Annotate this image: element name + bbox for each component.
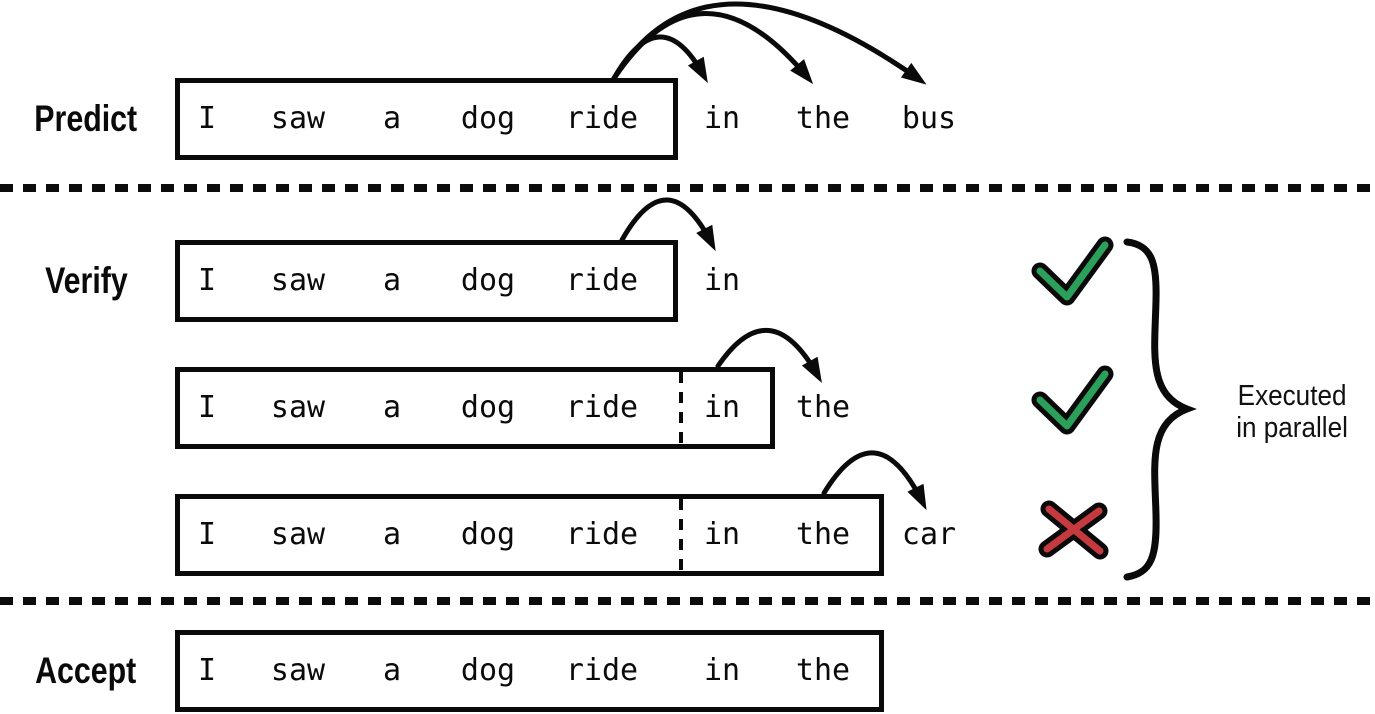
accept-row: Accept I saw a dog ride in the <box>0 630 1375 712</box>
stage-label-accept: Accept <box>35 650 137 691</box>
verify-next-token: car <box>901 516 957 552</box>
verify-arrow-1 <box>619 197 716 252</box>
verify-token-box <box>175 240 678 322</box>
predict-row: Predict I saw a dog ride in the bus <box>0 78 1375 160</box>
accepted-token: ride <box>565 652 639 688</box>
verify-next-token: the <box>795 389 851 425</box>
context-token: saw <box>270 389 326 425</box>
accepted-token: saw <box>270 652 326 688</box>
context-token: a <box>382 389 402 425</box>
predict-arrow-2 <box>610 11 814 85</box>
context-token: I <box>197 389 217 425</box>
dashed-separator <box>0 184 1375 192</box>
predicted-token: in <box>703 100 741 136</box>
predicted-token: bus <box>901 100 957 136</box>
context-token: saw <box>270 262 326 298</box>
draft-boundary-divider <box>679 499 683 571</box>
context-token: dog <box>460 516 516 552</box>
accepted-token: the <box>795 652 851 688</box>
context-token: dog <box>460 262 516 298</box>
context-token: saw <box>270 516 326 552</box>
accepted-token: a <box>382 652 402 688</box>
verify-row-1: Verify I saw a dog ride in <box>0 240 1375 322</box>
context-token: dog <box>460 100 516 136</box>
context-token: a <box>382 100 402 136</box>
context-token: ride <box>565 100 639 136</box>
context-token: saw <box>270 100 326 136</box>
context-token: ride <box>565 262 639 298</box>
draft-token: in <box>703 516 741 552</box>
context-token: I <box>197 516 217 552</box>
draft-token: the <box>795 516 851 552</box>
verify-row-2: I saw a dog ride in the <box>0 367 1375 449</box>
context-token: dog <box>460 389 516 425</box>
predict-arrow-1 <box>610 34 708 84</box>
stage-label-predict: Predict <box>34 98 138 139</box>
accepted-token: dog <box>460 652 516 688</box>
verify-token-box <box>175 494 884 576</box>
verify-token-box <box>175 367 775 449</box>
context-token: I <box>197 100 217 136</box>
context-token: I <box>197 262 217 298</box>
stage-label-verify: Verify <box>44 260 128 301</box>
draft-token: in <box>703 389 741 425</box>
accept-token-box <box>175 630 884 712</box>
context-token: ride <box>565 389 639 425</box>
accepted-token: in <box>703 652 741 688</box>
predict-token-box <box>175 78 678 160</box>
context-token: a <box>382 516 402 552</box>
context-token: a <box>382 262 402 298</box>
draft-boundary-divider <box>679 372 683 444</box>
verify-row-3: I saw a dog ride in the car <box>0 494 1375 576</box>
accepted-token: I <box>197 652 217 688</box>
predict-arrow-3 <box>610 1 927 85</box>
context-token: ride <box>565 516 639 552</box>
dashed-separator <box>0 597 1375 605</box>
predicted-token: the <box>795 100 851 136</box>
verify-next-token: in <box>703 262 741 298</box>
